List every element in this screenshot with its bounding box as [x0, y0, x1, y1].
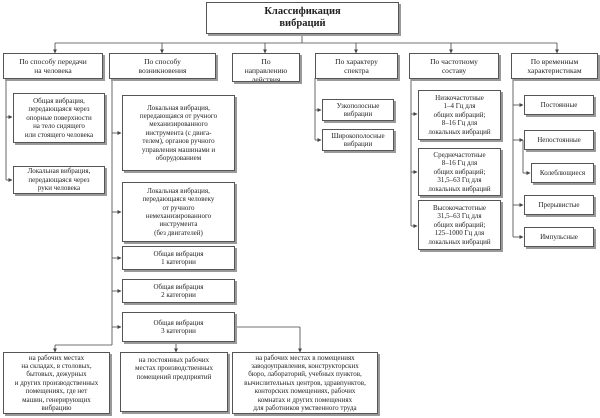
category-origin: По способу возникновения: [109, 53, 216, 79]
spectrum-narrowband: Узкополосные вибрации: [322, 99, 394, 121]
temporal-nonconstant: Непостоянные: [524, 130, 594, 150]
transmission-local: Локальная вибрация, передающаяся через р…: [13, 166, 105, 194]
origin-general-cat3: Общая вибрация 3 категории: [122, 312, 235, 342]
category-transmission: По способу передачи на человека: [3, 53, 103, 79]
cat3-warehouses: на рабочих местах на складах, в столовых…: [3, 352, 110, 414]
temporal-fluctuating: Колеблющиеся: [531, 163, 594, 183]
temporal-constant: Постоянные: [524, 95, 594, 115]
category-spectrum: По характеру спектра: [315, 53, 398, 79]
category-direction: По направлению действия: [232, 53, 300, 82]
transmission-general: Общая вибрация, передающаяся через опорн…: [13, 93, 105, 143]
diagram-title: Классификация вибраций: [206, 2, 399, 34]
frequency-mid: Среднечастотные 8–16 Гц для общих вибрац…: [418, 148, 501, 196]
spectrum-broadband: Широкополосные вибрации: [322, 129, 394, 151]
category-frequency: По частотному составу: [409, 53, 499, 79]
origin-local-mechanized: Локальная вибрация, передающаяся от ручн…: [122, 95, 235, 171]
temporal-intermittent: Прерывистые: [524, 195, 594, 215]
cat3-permanent-workplaces: на постоянных рабочих местах производств…: [120, 352, 228, 412]
origin-general-cat2: Общая вибрация 2 категории: [122, 279, 235, 303]
frequency-low: Низкочастотные 1–4 Гц для общих вибраций…: [418, 90, 501, 140]
cat3-offices: на рабочих местах в помещениях заводоупр…: [232, 352, 378, 414]
frequency-high: Высокочастотные 31,5–63 Гц для общих виб…: [418, 200, 501, 250]
category-temporal: По временным характеристикам: [511, 53, 598, 79]
origin-local-manual: Локальная вибрация, передающаяся человек…: [122, 182, 235, 242]
temporal-impulse: Импульсные: [524, 227, 594, 247]
origin-general-cat1: Общая вибрация 1 категории: [122, 246, 235, 270]
